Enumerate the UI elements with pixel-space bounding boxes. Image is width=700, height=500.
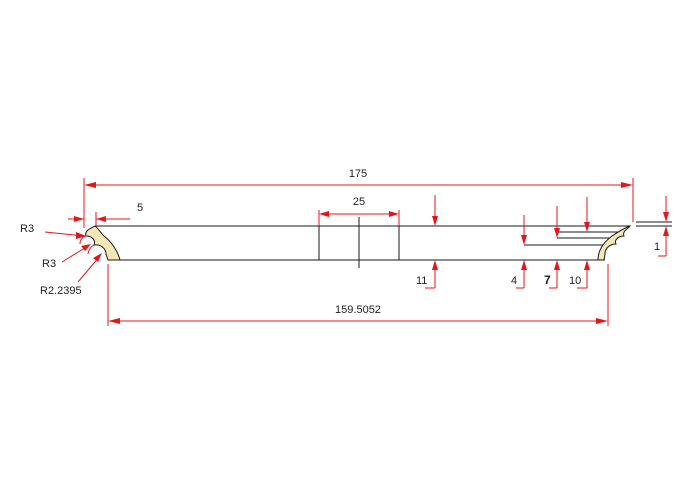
dim-11-label: 11 — [416, 275, 427, 287]
radius-r2-label: R2.2395 — [40, 285, 82, 297]
dimension-10: 10 — [569, 197, 590, 289]
arrow-right — [621, 182, 633, 188]
dim-4-label: 4 — [511, 275, 517, 287]
dim-25-label: 25 — [353, 196, 365, 208]
part-outline — [95, 217, 630, 268]
dimension-25: 25 — [318, 196, 400, 226]
arrow-left — [84, 182, 96, 188]
dim-5-label: 5 — [137, 202, 143, 214]
left-profile — [79, 225, 121, 261]
dim-175-label: 175 — [349, 168, 367, 180]
left-profile-shape — [85, 225, 121, 261]
left-arc-r3-b — [87, 244, 95, 255]
dimension-175: 175 — [83, 168, 634, 228]
radius-callouts: R3 R3 R2.2395 — [20, 223, 102, 297]
dim-159-label: 159.5052 — [335, 304, 381, 316]
right-profile — [597, 225, 632, 261]
dimension-159: 159.5052 — [107, 264, 609, 326]
dimension-7: 7 — [544, 206, 560, 289]
left-arc-r3-a — [79, 235, 87, 245]
dim-10-label: 10 — [569, 275, 581, 287]
dimension-11: 11 — [416, 195, 438, 289]
dimension-5: 5 — [68, 202, 143, 226]
dim-7-label: 7 — [544, 273, 551, 287]
radius-r3-top-label: R3 — [20, 223, 34, 235]
dimension-1: 1 — [636, 196, 672, 257]
right-profile-shape — [597, 225, 632, 261]
radius-r3-mid-label: R3 — [42, 258, 56, 270]
dim-1-label: 1 — [654, 241, 660, 253]
dimension-4: 4 — [511, 215, 527, 289]
